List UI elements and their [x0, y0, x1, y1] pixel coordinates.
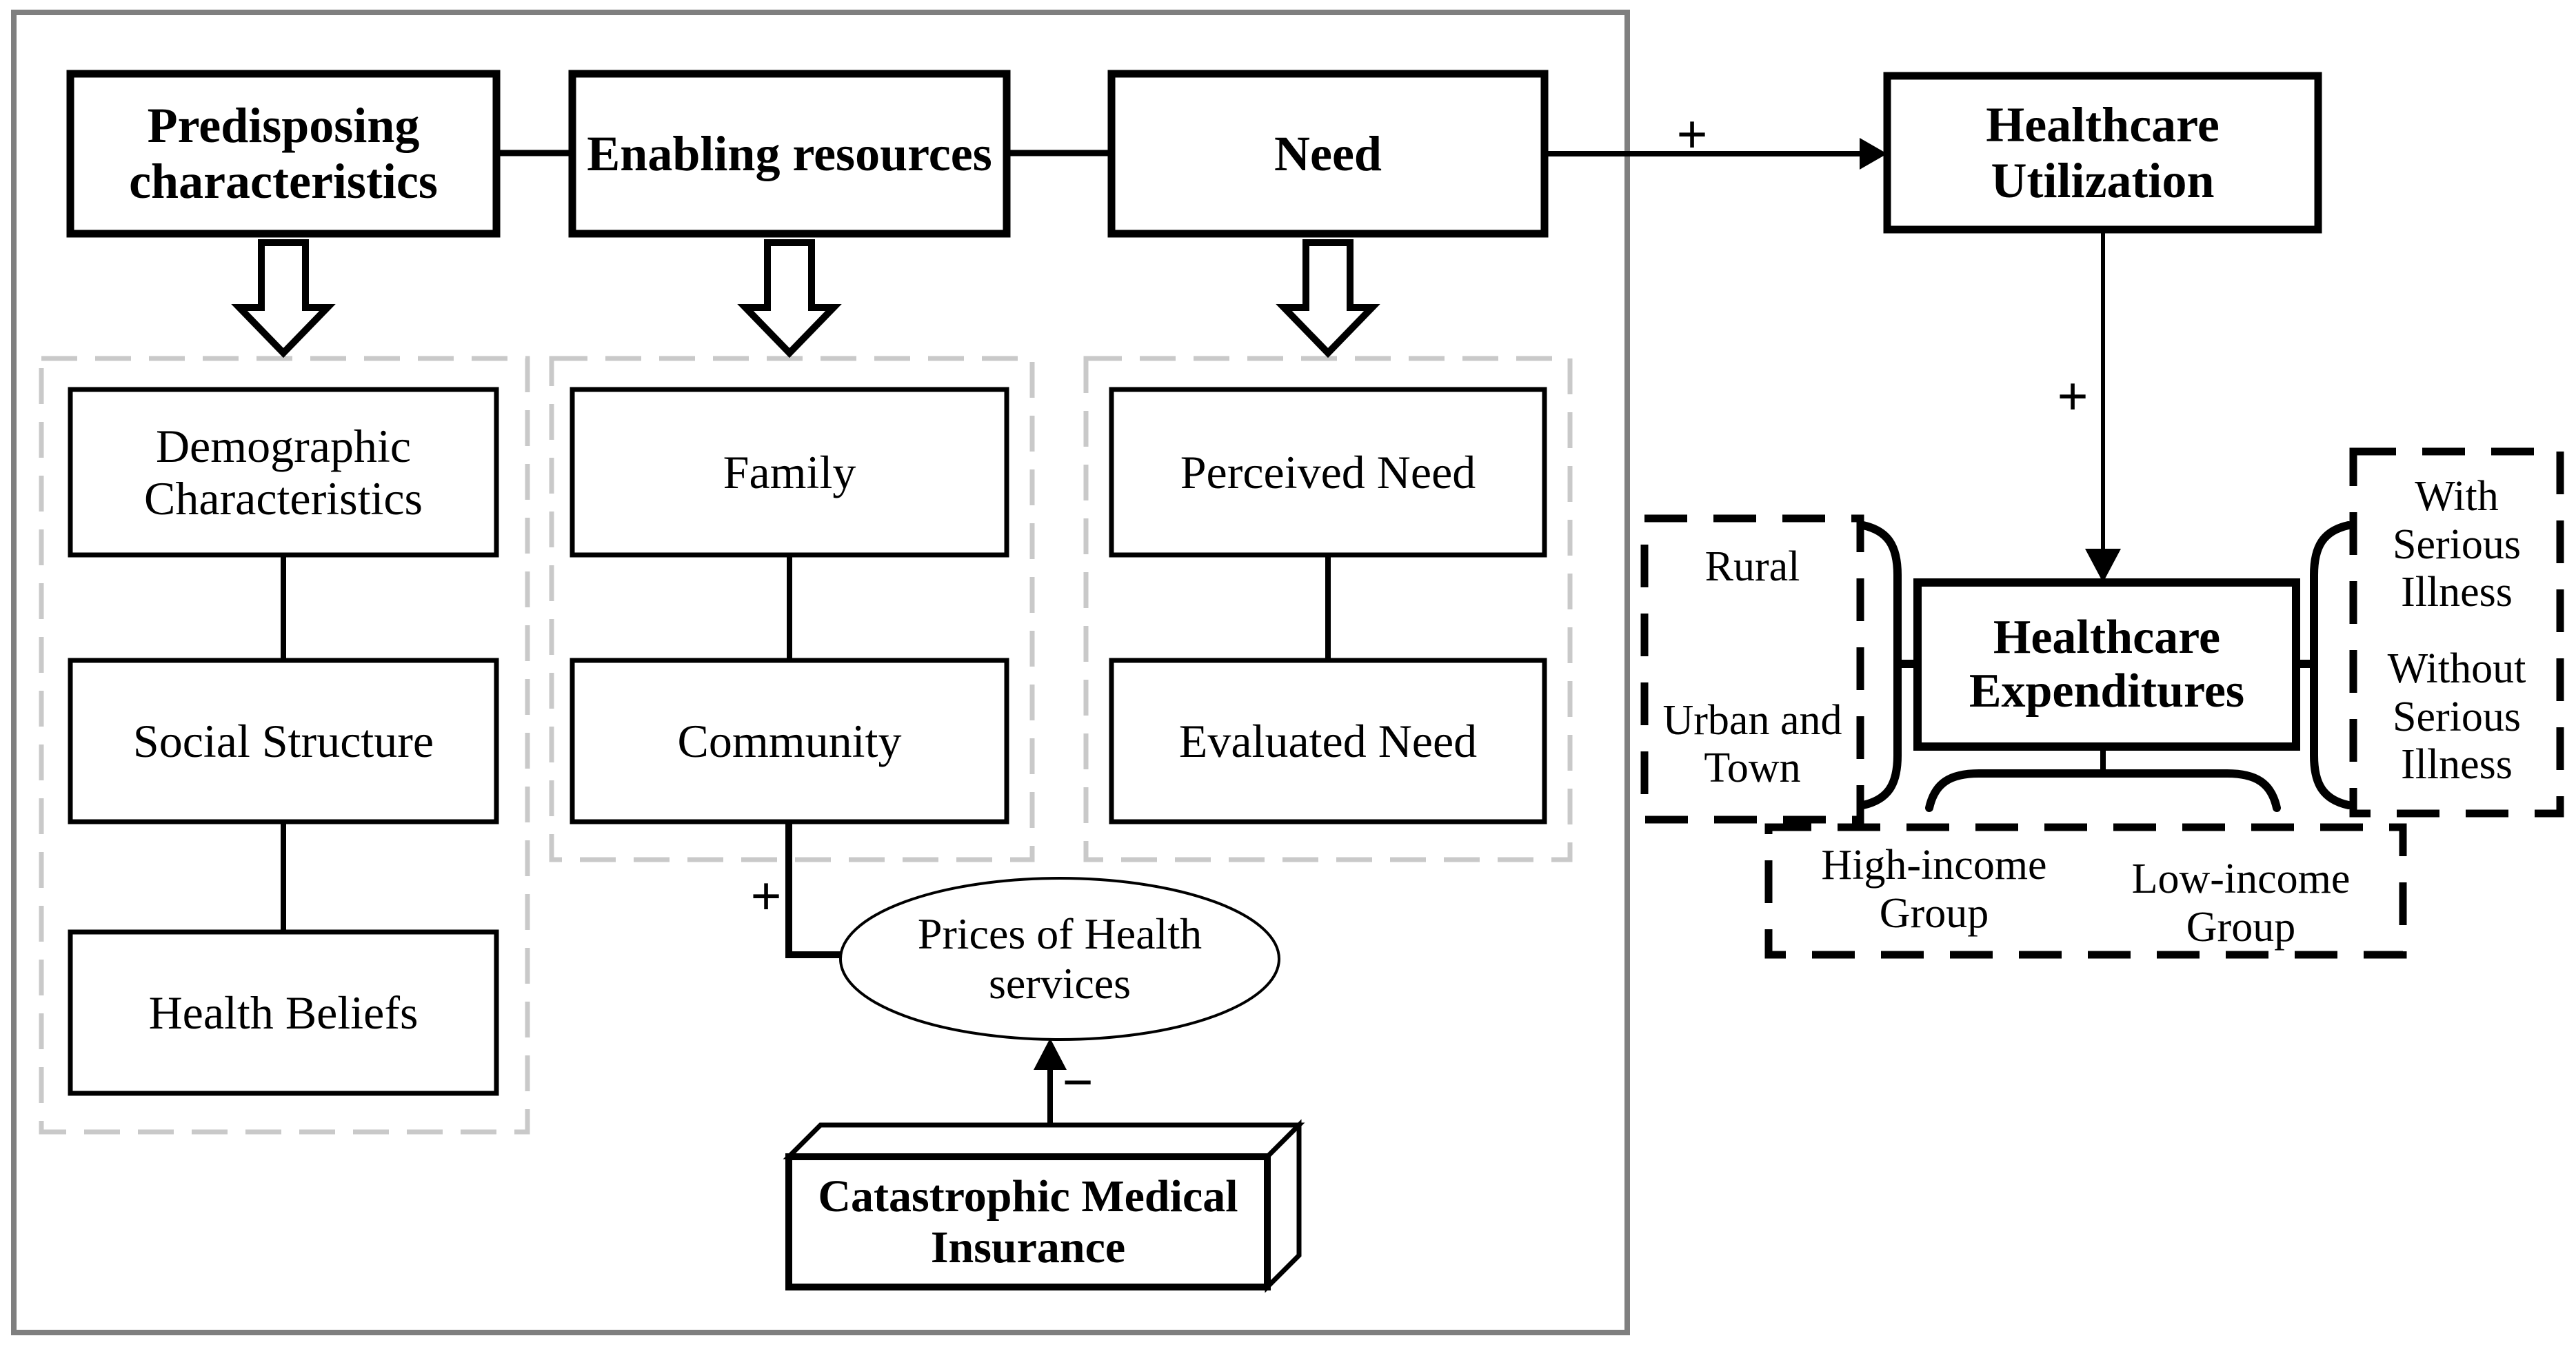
- demographic-box-label: Demographic Characteristics: [143, 419, 423, 525]
- perceived-box: [1109, 387, 1547, 558]
- with-illness-label: With Serious Illness: [2393, 473, 2521, 616]
- bottom-brace: [1925, 769, 2281, 812]
- minus-sign-insurance-prices: −: [1062, 1053, 1094, 1114]
- predisposing-box-label: Predisposing characteristics: [129, 98, 438, 209]
- right-brace: [2310, 521, 2353, 809]
- beliefs-box: [68, 929, 499, 1096]
- prices-ellipse-label: Prices of Health services: [917, 909, 1203, 1008]
- perceived-box-label: Perceived Need: [1180, 445, 1476, 498]
- left-brace: [1859, 521, 1902, 809]
- plus-sign-need-utilization: +: [1676, 105, 1708, 166]
- need-group-dashed-box: [1083, 356, 1573, 862]
- enabling-box: [568, 70, 1011, 238]
- need-box: [1107, 70, 1549, 238]
- evaluated-box: [1109, 658, 1547, 824]
- income-dashed-box: [1764, 823, 2407, 959]
- predisposing-group-dashed-box: [39, 356, 530, 1135]
- low-income-label: Low-income Group: [2131, 855, 2351, 951]
- expenditures-box: [1913, 578, 2300, 751]
- need-box-label: Need: [1274, 125, 1382, 181]
- insurance-box-front-face: [785, 1153, 1271, 1290]
- rural-urban-dashed-box: [1640, 514, 1864, 824]
- hollow-arrow-predisposing: [231, 239, 336, 358]
- urban-town-label: Urban and Town: [1662, 696, 1842, 791]
- plus-sign-community-prices: +: [750, 867, 782, 928]
- evaluated-box-label: Evaluated Need: [1178, 714, 1478, 767]
- arrow-insurance-to-prices-head: [1034, 1038, 1067, 1070]
- without-illness-label: Without Serious Illness: [2387, 645, 2526, 789]
- link-community-to-prices: [785, 822, 843, 958]
- outer-frame: [11, 10, 1630, 1335]
- enabling-group-dashed-box: [549, 356, 1035, 862]
- family-box: [570, 387, 1009, 558]
- insurance-box-label: Catastrophic Medical Insurance: [818, 1171, 1238, 1273]
- predisposing-box: [66, 70, 501, 238]
- demographic-box: [68, 387, 499, 558]
- utilization-box: [1883, 72, 2322, 234]
- insurance-box-top-face: [783, 1122, 1305, 1159]
- prices-ellipse: [839, 877, 1280, 1041]
- hollow-arrow-need: [1276, 239, 1380, 358]
- arrow-utilization-to-expenditures-head: [2085, 549, 2121, 583]
- hollow-arrow-enabling: [737, 239, 842, 358]
- community-box: [570, 658, 1009, 824]
- community-box-label: Community: [677, 714, 902, 767]
- rural-label: Rural: [1704, 543, 1800, 590]
- social-box-label: Social Structure: [132, 714, 434, 767]
- illness-dashed-box: [2349, 447, 2564, 818]
- social-box: [68, 658, 499, 824]
- enabling-box-label: Enabling resources: [587, 125, 992, 181]
- family-box-label: Family: [723, 445, 856, 498]
- high-income-label: High-income Group: [1821, 842, 2047, 937]
- arrow-need-to-utilization-head: [1860, 138, 1887, 170]
- utilization-box-label: Healthcare Utilization: [1986, 97, 2220, 208]
- insurance-box-right-face: [1265, 1119, 1302, 1293]
- plus-sign-utilization-expenditures: +: [2057, 367, 2089, 428]
- beliefs-box-label: Health Beliefs: [148, 986, 419, 1039]
- expenditures-box-label: Healthcare Expenditures: [1969, 610, 2245, 718]
